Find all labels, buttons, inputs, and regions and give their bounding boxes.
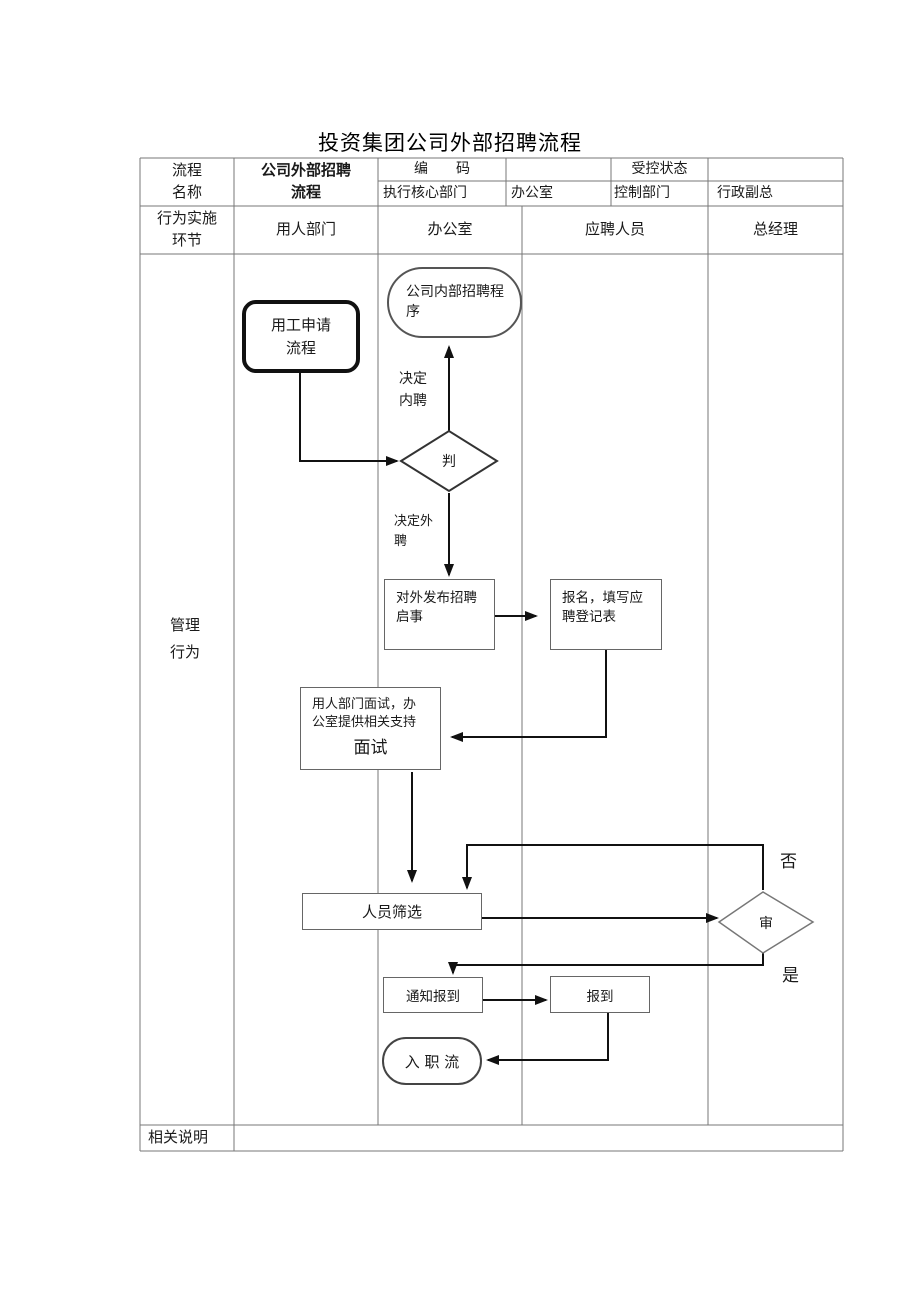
- review-diamond-label: 审: [759, 915, 773, 932]
- controlled-status-label-cell: 受控状态: [631, 161, 688, 178]
- page-title: 投资集团公司外部招聘流程: [318, 131, 582, 155]
- decide-internal-label: 决定 内聘: [399, 371, 427, 409]
- interview-node-title: 面试: [353, 738, 388, 758]
- related-notes-label-cell: 相关说明: [148, 1128, 209, 1147]
- publish-node: 对外发布招聘 启事: [384, 579, 495, 650]
- code-value-cell: [506, 158, 611, 181]
- review-diamond: [717, 891, 815, 954]
- related-notes-value-cell: [234, 1125, 843, 1151]
- no-branch-label: 否: [780, 852, 797, 872]
- judge-diamond: [399, 429, 499, 493]
- controlled-status-value-cell: [708, 158, 843, 181]
- lane-header-employing-dept: 用人部门: [275, 220, 336, 239]
- control-dept-label-cell: 控制部门: [614, 185, 670, 202]
- lane-header-applicants: 应聘人员: [584, 220, 645, 239]
- exec-core-dept-value-cell: 办公室: [511, 185, 553, 202]
- control-dept-value-cell: 行政副总: [717, 185, 773, 202]
- exec-core-dept-label-cell: 执行核心部门: [383, 185, 467, 202]
- start-node: 用工申请 流程: [242, 300, 360, 373]
- onboard-node: 入 职 流: [382, 1037, 482, 1085]
- phase-label-cell: 行为实施 环节: [156, 209, 217, 249]
- flow-connectors: [299, 345, 764, 1065]
- register-node: 报名，填写应 聘登记表: [550, 579, 662, 650]
- lane-header-general-manager: 总经理: [752, 220, 798, 239]
- interview-node-description: 用人部门面试，办 公室提供相关支持: [312, 697, 417, 730]
- lane-header-office: 办公室: [427, 220, 473, 239]
- notify-node: 通知报到: [383, 977, 483, 1013]
- checkin-node: 报到: [550, 976, 650, 1013]
- screening-node: 人员筛选: [302, 893, 482, 930]
- decide-external-label: 决定外 聘: [394, 514, 434, 549]
- process-name-value-cell: 公司外部招聘 流程: [260, 161, 351, 201]
- internal-recruitment-node: 公司内部招聘程 序: [387, 267, 522, 338]
- process-name-label-cell: 流程 名称: [171, 161, 202, 201]
- yes-branch-label: 是: [782, 966, 799, 986]
- interview-node: 用人部门面试，办 公室提供相关支持 面试: [300, 687, 441, 770]
- judge-diamond-label: 判: [442, 454, 456, 470]
- table-grid: [139, 157, 844, 1152]
- code-label-cell: 编 码: [414, 161, 470, 178]
- management-activity-label: 管理 行为: [170, 616, 201, 661]
